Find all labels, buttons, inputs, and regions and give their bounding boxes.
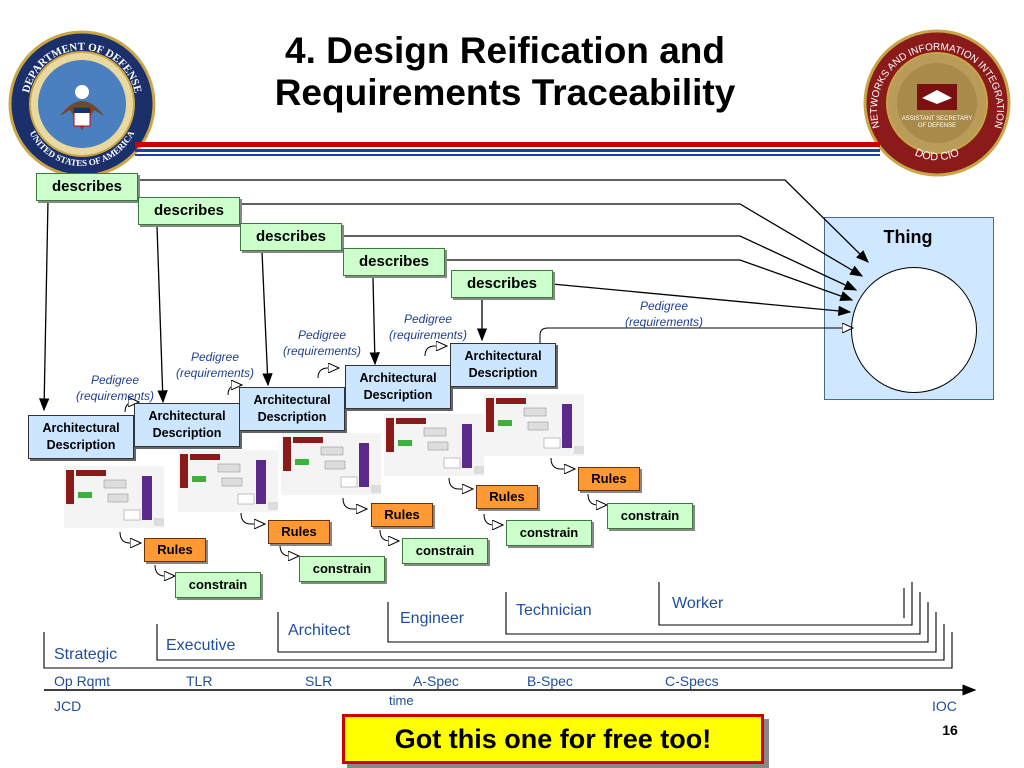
role-label-architect: Architect [288,622,351,639]
phase-label-a-spec: A-Spec [413,673,459,689]
slide-title-line1: 4. Design Reification and [285,30,725,71]
pedigree-label-5: Pedigree(requirements) [624,299,704,329]
arch-desc-line1: Architectural [253,393,331,407]
dod-seal-logo: DEPARTMENT OF DEFENSE UNITED STATES OF A… [8,30,156,178]
arch-desc-box-2: Architectural Description [134,403,240,447]
rules-box-3: Rules [371,503,433,527]
arch-desc-box-5: Architectural Description [450,343,556,387]
role-label-technician: Technician [516,602,592,619]
constrain-box-5: constrain [607,503,693,529]
pedigree-label-4: Pedigree(requirements) [388,312,468,342]
arch-desc-box-3: Architectural Description [239,387,345,431]
role-label-engineer: Engineer [400,610,465,627]
architecture-thumbnail-1 [64,466,164,528]
phase-label-slr: SLR [305,673,333,689]
phase-label-c-specs: C-Specs [665,673,719,689]
cio-inner-line2: OF DEFENSE [918,123,956,129]
arch-desc-line1: Architectural [464,349,542,363]
arch-desc-line2: Description [257,410,327,424]
role-label-worker: Worker [672,595,724,612]
arch-desc-box-4: Architectural Description [345,365,451,409]
cio-bottom-text: DOD CIO [913,146,961,163]
arch-desc-line1: Architectural [148,409,226,423]
timeline-start-label: JCD [54,698,82,714]
constrain-box-2: constrain [299,556,385,582]
slide-title-line2: Requirements Traceability [274,72,736,113]
thing-label: Thing [883,227,933,247]
cio-inner-line1: ASSISTANT SECRETARY [902,116,973,122]
timeline-axis-label: time [389,693,414,708]
describes-box-4: describes [343,248,445,276]
arch-desc-line1: Architectural [359,371,437,385]
constrain-box-3: constrain [402,538,488,564]
constrain-box-4: constrain [506,520,592,546]
timeline-end-label: IOC [932,698,957,714]
describes-box-5: describes [451,270,553,298]
role-label-executive: Executive [166,637,236,654]
arch-desc-line2: Description [363,388,433,402]
constrain-box-1: constrain [175,572,261,598]
architecture-thumbnail-4 [384,414,484,476]
slide-title: 4. Design Reification and Requirements T… [150,30,860,114]
rules-box-1: Rules [144,538,206,562]
dod-cio-seal-logo: ASSISTANT SECRETARY OF DEFENSE NETWORKS … [863,29,1011,177]
phase-label-b-spec: B-Spec [527,673,573,689]
describes-box-1: describes [36,173,138,201]
thing-circle [851,267,977,393]
pedigree-label-2: Pedigree(requirements) [175,350,255,380]
free-too-callout: Got this one for free too! [342,714,764,764]
page-number: 16 [942,722,958,738]
architecture-thumbnail-2 [178,450,278,512]
pedigree-label-1: Pedigree(requirements) [75,373,155,403]
describes-box-2: describes [138,197,240,225]
arch-desc-line2: Description [468,366,538,380]
phase-label-op-rqmt: Op Rqmt [54,673,111,689]
pedigree-label-3: Pedigree(requirements) [282,328,362,358]
architecture-thumbnail-5 [484,394,584,456]
arch-desc-line2: Description [46,438,116,452]
arch-desc-box-1: Architectural Description [28,415,134,459]
rules-box-2: Rules [268,520,330,544]
title-blue-stripe-2 [135,154,880,156]
arch-desc-line2: Description [152,426,222,440]
rules-box-4: Rules [476,485,538,509]
arch-desc-line1: Architectural [42,421,120,435]
title-blue-stripe [135,149,880,152]
role-label-strategic: Strategic [54,646,118,663]
describes-box-3: describes [240,223,342,251]
phase-label-tlr: TLR [186,673,213,689]
title-red-stripe [135,142,880,147]
architecture-thumbnail-3 [281,433,381,495]
rules-box-5: Rules [578,467,640,491]
